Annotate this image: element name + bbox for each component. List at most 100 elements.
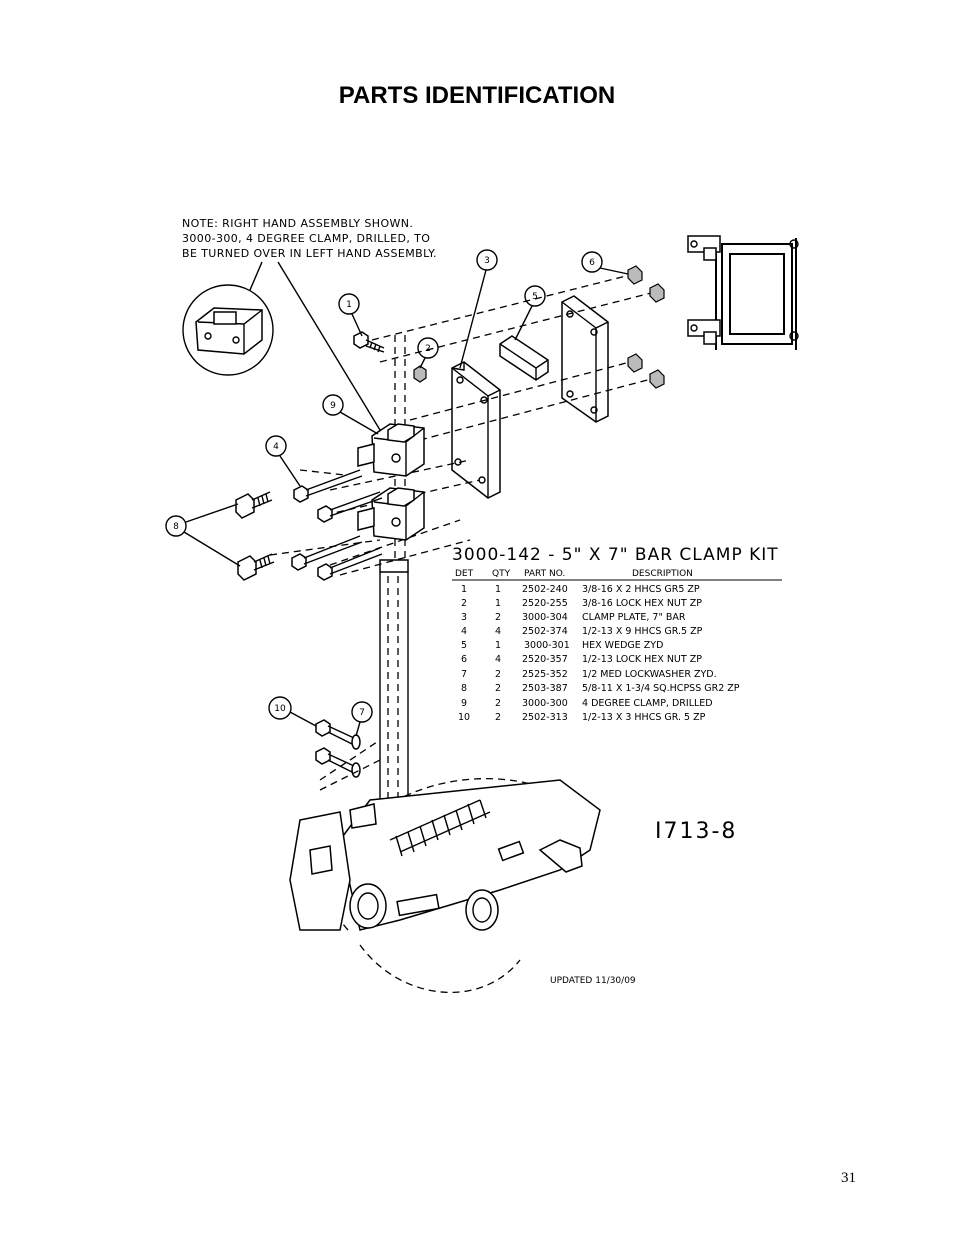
callout-10: 10 [268,696,317,727]
svg-text:9: 9 [330,401,336,411]
svg-text:4: 4 [273,442,279,452]
svg-text:2: 2 [495,669,501,680]
svg-text:2502-374: 2502-374 [522,626,568,637]
clamp-plate-rear [561,295,609,423]
table-row: 4 4 2502-374 1/2-13 X 9 HHCS GR.5 ZP [461,626,703,637]
svg-text:8: 8 [173,522,179,532]
callout-6: 6 [581,251,629,275]
svg-text:1/2 MED LOCKWASHER ZYD.: 1/2 MED LOCKWASHER ZYD. [582,669,717,680]
callout-3: 3 [459,249,498,369]
svg-text:6: 6 [461,654,467,665]
svg-text:1/2-13 X 3 HHCS GR. 5 ZP: 1/2-13 X 3 HHCS GR. 5 ZP [582,712,706,723]
svg-text:2502-240: 2502-240 [522,584,568,595]
hex-wedge [499,335,549,381]
svg-text:6: 6 [589,258,595,268]
callout-1: 1 [338,293,363,337]
callout-4: 4 [265,435,301,487]
note-line-3: BE TURNED OVER IN LEFT HAND ASSEMBLY. [182,247,437,260]
svg-text:2: 2 [495,698,501,709]
clamp-upper [357,423,425,477]
svg-text:3000-304: 3000-304 [522,612,568,623]
tool-bar [379,335,409,800]
long-bolts [291,469,383,581]
svg-text:2520-255: 2520-255 [522,598,568,609]
svg-text:3000-300: 3000-300 [522,698,568,709]
header-qty: QTY [492,569,511,579]
svg-text:5: 5 [532,292,538,302]
table-row: 10 2 2502-313 1/2-13 X 3 HHCS GR. 5 ZP [458,712,706,723]
note-leader [277,261,381,431]
svg-text:2: 2 [425,344,431,354]
callout-9: 9 [322,394,379,435]
table-row: 8 2 2503-387 5/8-11 X 1-3/4 SQ.HCPSS GR2… [461,683,740,694]
svg-text:2525-352: 2525-352 [522,669,568,680]
svg-text:10: 10 [274,704,286,714]
svg-text:CLAMP PLATE, 7" BAR: CLAMP PLATE, 7" BAR [582,612,686,623]
updated-date: UPDATED 11/30/09 [550,976,636,986]
page-number: 31 [841,1170,856,1186]
svg-text:2503-387: 2503-387 [522,683,568,694]
plan-view [687,235,799,350]
callout-5: 5 [514,285,546,341]
svg-text:3: 3 [484,256,490,266]
table-row: 3 2 3000-304 CLAMP PLATE, 7" BAR [461,612,686,623]
svg-text:1: 1 [495,640,501,651]
bolts-and-washers [315,719,381,791]
svg-text:1: 1 [495,584,501,595]
note-line-1: NOTE: RIGHT HAND ASSEMBLY SHOWN. [182,217,413,230]
svg-text:8: 8 [461,683,467,694]
row-unit [289,777,601,993]
callout-8: 8 [165,503,241,567]
svg-text:3/8-16 LOCK HEX NUT ZP: 3/8-16 LOCK HEX NUT ZP [582,598,702,609]
drawing-number: I713-8 [655,819,737,844]
table-row: 7 2 2525-352 1/2 MED LOCKWASHER ZYD. [461,669,717,680]
svg-text:1: 1 [461,584,467,595]
svg-text:7: 7 [461,669,467,680]
header-det: DET [455,569,474,579]
callout-2: 2 [417,337,439,369]
table-row: 1 1 2502-240 3/8-16 X 2 HHCS GR5 ZP [461,584,700,595]
assembly-paths [269,274,656,576]
table-row: 5 1 3000-301 HEX WEDGE ZYD [461,640,663,651]
svg-text:2: 2 [461,598,467,609]
header-part-no: PART NO. [524,569,565,579]
svg-text:2502-313: 2502-313 [522,712,568,723]
svg-text:9: 9 [461,698,467,709]
note-line-2: 3000-300, 4 DEGREE CLAMP, DRILLED, TO [182,232,430,245]
svg-text:10: 10 [458,712,470,723]
nut-2 [413,365,427,383]
kit-title: 3000-142 - 5" X 7" BAR CLAMP KIT [452,545,779,565]
svg-text:1/2-13 X 9 HHCS GR.5 ZP: 1/2-13 X 9 HHCS GR.5 ZP [582,626,703,637]
svg-text:2: 2 [495,712,501,723]
svg-text:2: 2 [495,683,501,694]
clamp-lower [357,487,425,541]
table-row: 2 1 2520-255 3/8-16 LOCK HEX NUT ZP [461,598,702,609]
assembly-note: NOTE: RIGHT HAND ASSEMBLY SHOWN. 3000-30… [182,217,437,260]
svg-text:5: 5 [461,640,467,651]
table-row: 9 2 3000-300 4 DEGREE CLAMP, DRILLED [461,698,713,709]
svg-text:2520-357: 2520-357 [522,654,568,665]
svg-text:1/2-13 LOCK HEX NUT ZP: 1/2-13 LOCK HEX NUT ZP [582,654,702,665]
bolt-1 [353,331,385,353]
clamp-plate-front [451,361,501,499]
svg-text:5/8-11 X 1-3/4 SQ.HCPSS GR2 ZP: 5/8-11 X 1-3/4 SQ.HCPSS GR2 ZP [582,683,740,694]
svg-text:4: 4 [495,654,501,665]
lock-nuts [627,265,665,389]
svg-text:1: 1 [495,598,501,609]
svg-text:3000-301: 3000-301 [524,640,570,651]
svg-text:3/8-16 X 2 HHCS GR5 ZP: 3/8-16 X 2 HHCS GR5 ZP [582,584,700,595]
svg-text:4 DEGREE CLAMP, DRILLED: 4 DEGREE CLAMP, DRILLED [582,698,713,709]
parts-table: DET QTY PART NO. DESCRIPTION 1 1 2502-24… [452,569,782,723]
header-description: DESCRIPTION [632,569,693,579]
table-row: 6 4 2520-357 1/2-13 LOCK HEX NUT ZP [461,654,702,665]
svg-text:3: 3 [461,612,467,623]
svg-text:4: 4 [461,626,467,637]
page-title: PARTS IDENTIFICATION [338,82,616,109]
detail-circle [182,284,274,376]
callout-7: 7 [351,701,373,737]
svg-text:4: 4 [495,626,501,637]
svg-text:1: 1 [346,300,352,310]
svg-text:7: 7 [359,708,365,718]
svg-text:HEX WEDGE ZYD: HEX WEDGE ZYD [582,640,663,651]
